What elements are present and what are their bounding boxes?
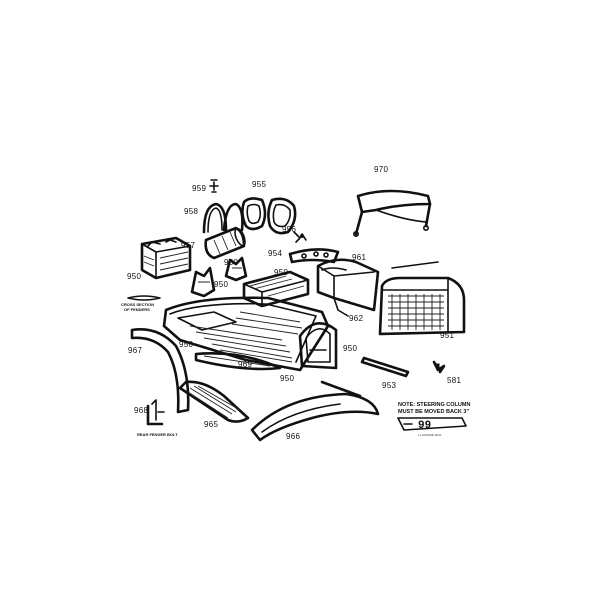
part-581-clip [432,360,446,374]
callout-969: 969 [238,360,252,369]
callout-961: 961 [352,253,366,262]
callout-970: 970 [374,165,388,174]
frame-rail-detail [397,417,467,431]
callout-953: 953 [382,381,396,390]
part-967-front-fender [130,328,190,414]
callout-950f: 950 [280,374,294,383]
part-965-step-plate [178,380,250,423]
caption-rear-fender-bolt: REAR FENDER BOLT [137,432,178,437]
caption-cross-section-1: CROSS SECTION [121,302,154,307]
callout-950a: 950 [127,272,141,281]
part-970-windshield [352,189,432,238]
callout-965: 965 [204,420,218,429]
callout-955: 955 [252,180,266,189]
part-954-dash-panel [288,248,340,264]
callout-968: 968 [134,406,148,415]
caption-cross-section-2: OF FENDERS [124,307,150,312]
frame-sub-label: L H FRAME RAIL [418,433,442,437]
callout-966: 966 [286,432,300,441]
callout-957: 957 [181,241,195,250]
callout-956: 956 [282,225,296,234]
part-966-rear-fender [250,392,380,442]
part-main-body [162,296,330,372]
callout-967: 967 [128,346,142,355]
callout-950c: 950 [274,268,288,277]
callout-959: 959 [192,184,206,193]
part-968-fender-bolt [146,399,165,426]
part-959-bracket [209,179,219,193]
callout-951: 951 [440,331,454,340]
callout-950b: 950 [214,280,228,289]
part-960-tank [204,226,246,260]
callout-962: 962 [349,314,363,323]
note-line-2: MUST BE MOVED BACK 3" [398,409,469,415]
part-957-battery-box [140,236,192,280]
frame-label: 99 [418,420,431,432]
callout-960: 960 [224,258,238,267]
part-rear-bulkhead [298,322,338,370]
callout-950e: 950 [343,344,357,353]
callout-581: 581 [447,376,461,385]
part-trim-bar [320,380,362,398]
part-953-hood-strip [360,356,410,378]
note-line-1: NOTE: STEERING COLUMN [398,402,470,408]
cross-section-fenders [127,295,161,301]
part-961-cowl [316,258,380,312]
part-962-rear-panel [333,297,349,317]
part-969-running-board [194,351,282,371]
callout-950d: 950 [179,340,193,349]
callout-954: 954 [268,249,282,258]
part-956-brackets [293,231,307,243]
callout-958: 958 [184,207,198,216]
part-951-grille-shell [378,261,466,336]
part-950-pedestals [190,256,248,298]
part-958-seat-hoops [202,202,244,234]
